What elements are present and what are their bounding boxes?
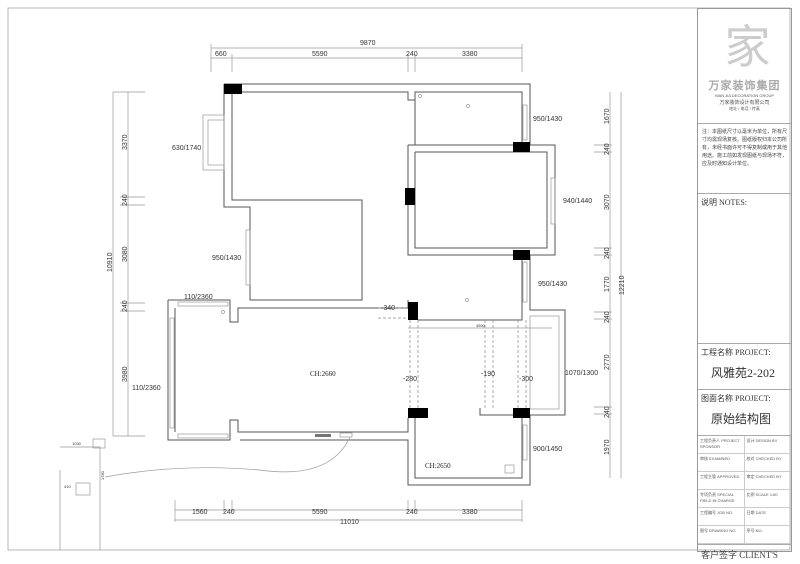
- svg-text:240: 240: [122, 194, 129, 206]
- brand-name: 万家装饰集团: [708, 80, 781, 92]
- svg-text:11010: 11010: [340, 519, 359, 526]
- project-section: 工程名称 PROJECT: 风雅苑2-202: [698, 344, 791, 390]
- svg-text:660: 660: [215, 51, 227, 58]
- svg-text:240: 240: [406, 51, 418, 58]
- bottom-dimension-chain: 1560 240 5590 240 3380 11010: [174, 500, 523, 526]
- svg-text:5590: 5590: [312, 509, 328, 516]
- svg-text:900/1450: 900/1450: [533, 446, 562, 453]
- svg-text:CH:2650: CH:2650: [425, 462, 451, 470]
- svg-text:3380: 3380: [462, 51, 478, 58]
- svg-text:1780: 1780: [100, 470, 105, 480]
- svg-text:9870: 9870: [360, 40, 376, 47]
- svg-text:2770: 2770: [604, 354, 611, 370]
- notes-label: 说明 NOTES:: [698, 194, 791, 344]
- field: 工程编号 JOB NO.: [698, 508, 745, 526]
- signoff-fields: 工程负责人 PROJECT SPONSOR 设计 DESIGN BY 审核 EX…: [698, 436, 791, 545]
- drawing-name: 原始结构图: [711, 412, 772, 426]
- field: 图号 DRAWING NO.: [698, 526, 745, 544]
- svg-text:1970: 1970: [604, 439, 611, 455]
- drawing-label: 图面名称 PROJECT:: [701, 394, 771, 403]
- walls: 1030 410 1780: [59, 83, 566, 550]
- svg-text:950/1430: 950/1430: [212, 255, 241, 262]
- disclaimer-note: 注：本图纸尺寸以毫米为单位，所有尺寸均需现场复核。图纸版权归本公司所有，未经书面…: [698, 124, 791, 194]
- project-name: 风雅苑2-202: [711, 366, 775, 380]
- company-contact: 地址 / 电话 / 传真: [729, 106, 760, 111]
- svg-text:-280: -280: [403, 376, 417, 383]
- right-dimension-chain: 1670 240 3070 240 1770 240 2770 240 1970…: [594, 92, 626, 478]
- svg-text:240: 240: [604, 247, 611, 259]
- logo-mark-icon: 家: [724, 20, 771, 74]
- svg-text:10910: 10910: [107, 252, 114, 272]
- left-dimension-chain: 3370 240 3080 240 3980 10910: [107, 91, 145, 437]
- svg-text:-340: -340: [381, 305, 395, 312]
- svg-text:240: 240: [604, 406, 611, 418]
- svg-text:3370: 3370: [122, 134, 129, 150]
- svg-text:4590: 4590: [476, 323, 486, 328]
- field: 专项负责 SPECIAL FIELD IN CHARGE: [698, 490, 745, 508]
- beam-labels: -340 -280 -190 -300 4590: [381, 305, 533, 383]
- svg-text:3080: 3080: [122, 246, 129, 262]
- svg-text:240: 240: [122, 300, 129, 312]
- svg-text:240: 240: [223, 509, 235, 516]
- svg-text:5590: 5590: [312, 51, 328, 58]
- svg-text:3070: 3070: [604, 194, 611, 210]
- svg-text:-300: -300: [519, 376, 533, 383]
- svg-text:950/1430: 950/1430: [538, 281, 567, 288]
- drawing-section: 图面名称 PROJECT: 原始结构图: [698, 390, 791, 436]
- field: 工程负责人 PROJECT SPONSOR: [698, 436, 745, 454]
- svg-text:240: 240: [406, 509, 418, 516]
- sheet-border: [7, 7, 791, 551]
- field: 审核 EXAMINED: [698, 454, 745, 472]
- svg-text:110/2360: 110/2360: [132, 385, 161, 392]
- svg-text:-190: -190: [481, 371, 495, 378]
- field: 序号 NO.: [744, 526, 791, 544]
- ceiling-height-labels: CH:2660 CH:2650: [310, 370, 451, 470]
- structural-columns: [224, 84, 530, 418]
- field: 校对 CHECKED BY: [744, 454, 791, 472]
- client-signature-label: 客户签字 CLIENT'S: [701, 550, 778, 560]
- svg-text:410: 410: [64, 484, 71, 489]
- field: 设计 DESIGN BY: [744, 436, 791, 454]
- svg-text:1560: 1560: [192, 509, 208, 516]
- title-block: 家 万家装饰集团 WAN JIA DECORATION GROUP 万家装饰设计…: [697, 8, 792, 560]
- svg-text:CH:2660: CH:2660: [310, 370, 336, 378]
- svg-text:940/1440: 940/1440: [563, 198, 592, 205]
- field: 工程主管 APPROVED: [698, 472, 745, 490]
- svg-text:240: 240: [604, 311, 611, 323]
- top-dimension-chain: 9870 660 5590 240 3380: [210, 40, 523, 72]
- window-labels: 630/1740 950/1430 950/1430 940/1440 950/…: [132, 116, 598, 453]
- svg-text:950/1430: 950/1430: [533, 116, 562, 123]
- field: 比例 SCALE 1:60: [744, 490, 791, 508]
- svg-text:3380: 3380: [462, 509, 478, 516]
- svg-text:630/1740: 630/1740: [172, 145, 201, 152]
- svg-text:110/2360: 110/2360: [184, 294, 213, 301]
- svg-text:1770: 1770: [604, 276, 611, 292]
- company-name: 万家装饰设计有限公司: [719, 100, 770, 106]
- company-logo: 家 万家装饰集团 WAN JIA DECORATION GROUP 万家装饰设计…: [698, 9, 791, 124]
- svg-text:240: 240: [604, 143, 611, 155]
- svg-text:1030: 1030: [72, 441, 82, 446]
- svg-text:1070/1300: 1070/1300: [565, 370, 598, 377]
- brand-english: WAN JIA DECORATION GROUP: [714, 93, 775, 98]
- project-label: 工程名称 PROJECT:: [701, 348, 771, 357]
- svg-text:3980: 3980: [122, 366, 129, 382]
- svg-text:12210: 12210: [619, 275, 626, 295]
- field: 日期 DATE: [744, 508, 791, 526]
- svg-text:1670: 1670: [604, 108, 611, 124]
- field: 审定 CHECKED BY: [744, 472, 791, 490]
